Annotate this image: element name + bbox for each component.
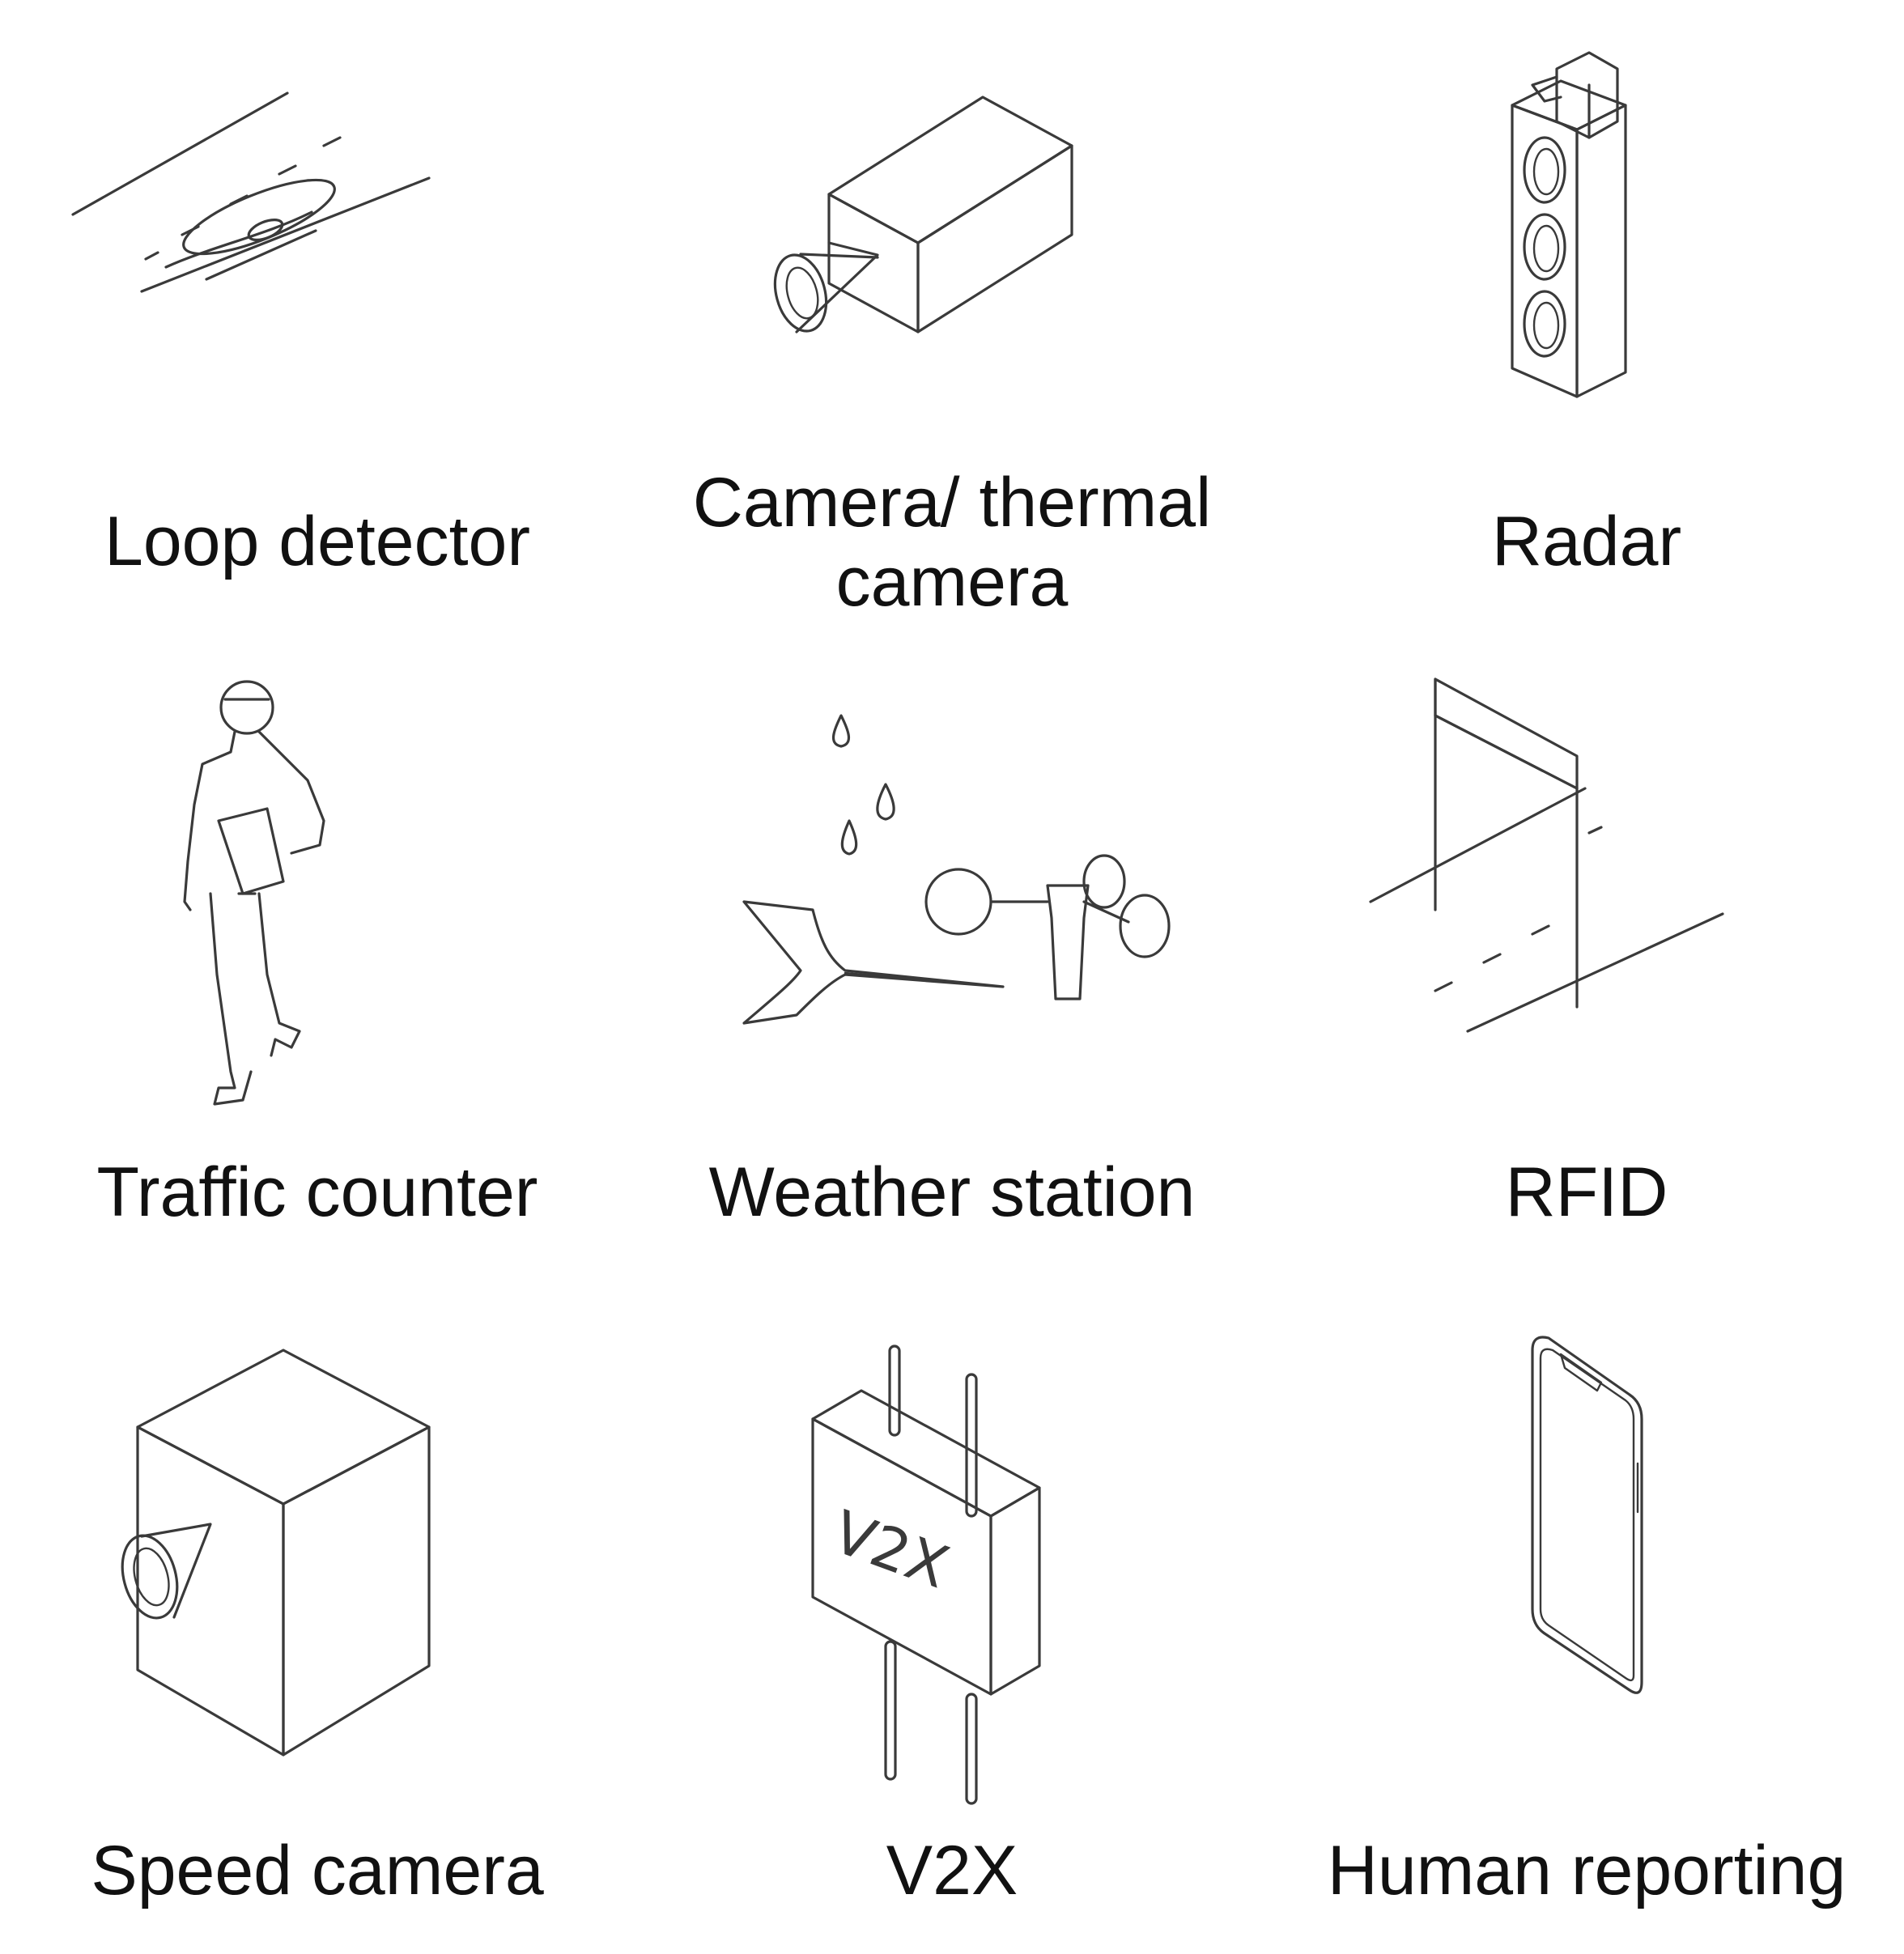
sensor-label: Speed camera [91,1832,544,1909]
smartphone-icon [1531,1336,1643,1694]
sensor-traffic-counter: Traffic counter [0,651,635,1302]
sensor-camera: Camera/ thermal camera [635,0,1269,651]
sensor-rfid: RFID [1269,651,1904,1302]
weather-station-icon [742,714,1171,1025]
sensor-label: Camera/ thermal camera [692,464,1212,621]
loop-detector-icon [71,91,431,293]
v2x-icon: V2X [811,1344,1041,1805]
sensor-v2x: V2X V2X [635,1302,1269,1952]
rfid-icon [1369,678,1724,1033]
sensor-label: Weather station [708,1153,1196,1231]
sensor-weather-station: Weather station [635,651,1269,1302]
sensor-label: Traffic counter [96,1153,538,1231]
sensor-human-reporting: Human reporting [1269,1302,1904,1952]
sensor-speed-camera: Speed camera [0,1302,635,1952]
traffic-counter-icon [183,680,325,1106]
sensor-loop-detector: Loop detector [0,0,635,651]
v2x-box-text: V2X [824,1497,957,1601]
sensor-label: Radar [1491,503,1682,580]
camera-icon [773,96,1073,333]
speed-camera-icon [121,1349,431,1756]
sensor-label: Human reporting [1327,1832,1847,1909]
sensor-label: V2X [886,1832,1018,1909]
sensor-radar: Radar [1269,0,1904,651]
sensor-label: Loop detector [104,503,530,580]
sensor-label: RFID [1505,1153,1668,1231]
radar-icon [1511,51,1627,398]
